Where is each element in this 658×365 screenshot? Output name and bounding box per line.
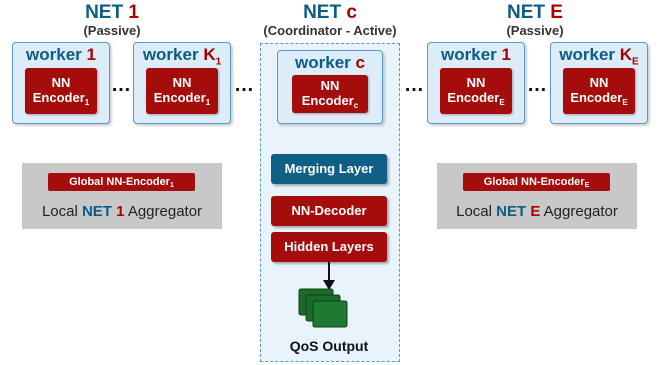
worker-label: worker 1: [26, 45, 96, 64]
netE-title: NET E: [507, 2, 563, 23]
net1-worker-k[interactable]: worker K1 NN Encoder1: [133, 42, 231, 124]
qos-output-label: QoS Output: [289, 338, 369, 354]
global-nn-encoder: Global NN-Encoder1: [48, 173, 195, 191]
worker-label: worker KE: [559, 45, 639, 68]
ellipsis: …: [404, 74, 425, 96]
global-nn-encoder: Global NN-EncoderE: [463, 173, 610, 191]
netE-worker-1[interactable]: worker 1 NN EncoderE: [427, 42, 525, 124]
aggregator-label: Local NET E Aggregator: [456, 203, 618, 220]
nn-encoder-block: NN Encoder1: [146, 68, 218, 114]
netc-worker-c[interactable]: worker c NN Encoderc: [277, 50, 383, 124]
ellipsis: …: [234, 74, 255, 96]
net1-subtitle: (Passive): [83, 23, 141, 38]
worker-label: worker 1: [441, 45, 511, 64]
aggregator-label: Local NET 1 Aggregator: [41, 203, 203, 220]
netE-local-aggregator[interactable]: Global NN-EncoderE Local NET E Aggregato…: [437, 163, 637, 229]
net1-local-aggregator[interactable]: Global NN-Encoder1 Local NET 1 Aggregato…: [22, 163, 222, 229]
nn-encoder-block: NN Encoderc: [292, 75, 368, 113]
netE-worker-k[interactable]: worker KE NN EncoderE: [550, 42, 648, 124]
qos-output-stack-icon: [298, 288, 348, 328]
merging-layer[interactable]: Merging Layer: [271, 154, 387, 184]
netE-subtitle: (Passive): [506, 23, 564, 38]
netc-title: NET c: [303, 2, 357, 23]
net1-worker-1[interactable]: worker 1 NN Encoder1: [12, 42, 110, 124]
nn-encoder-block: NN EncoderE: [563, 68, 635, 114]
down-arrow-icon: [323, 262, 335, 290]
net1-title: NET 1: [85, 2, 139, 23]
nn-decoder[interactable]: NN-Decoder: [271, 196, 387, 226]
worker-label: worker K1: [142, 45, 222, 68]
hidden-layers[interactable]: Hidden Layers: [271, 232, 387, 262]
ellipsis: …: [527, 74, 548, 96]
nn-encoder-block: NN EncoderE: [440, 68, 512, 114]
netc-subtitle: (Coordinator - Active): [263, 23, 397, 38]
ellipsis: …: [111, 74, 132, 96]
nn-encoder-block: NN Encoder1: [25, 68, 97, 114]
worker-label: worker c: [295, 53, 365, 72]
